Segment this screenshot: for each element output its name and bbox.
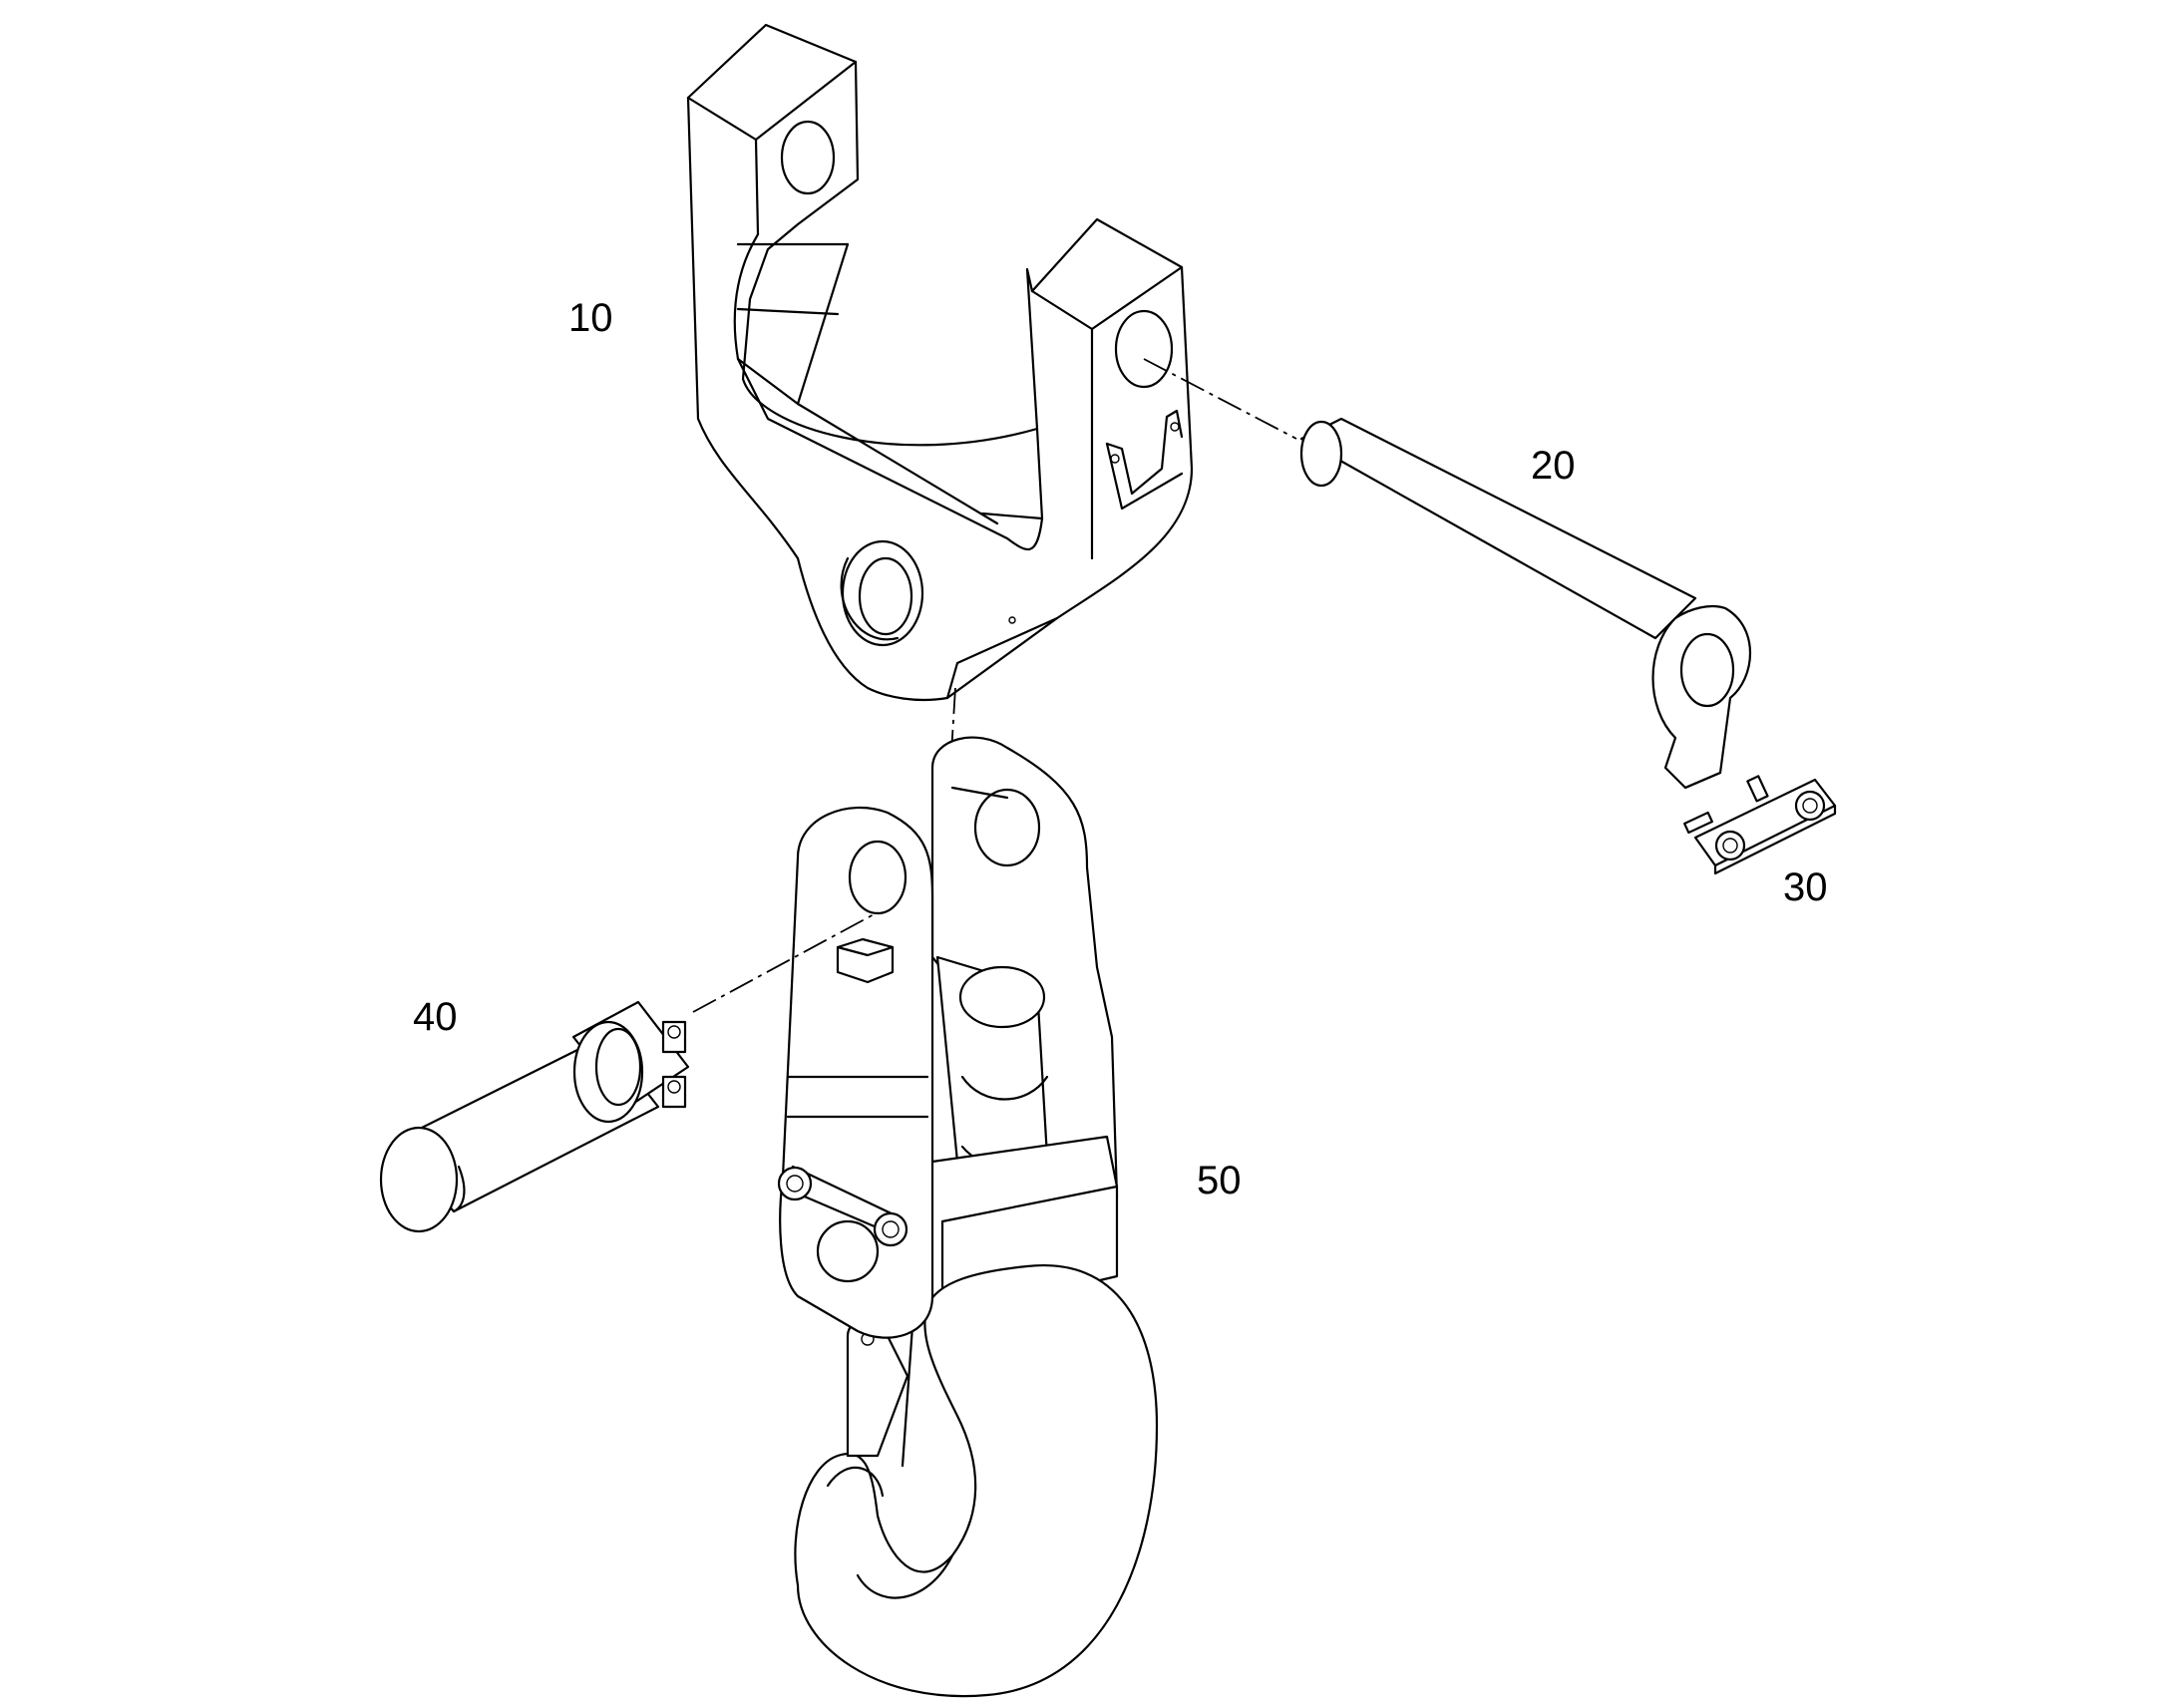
left-arm-hole [780,120,836,195]
right-arm-hole [1114,309,1174,389]
axis-pin-40-to-hook-block [692,911,879,1013]
retaining-plate-part-30 [1683,775,1837,875]
flag-pin-part-20 [1299,417,1752,790]
axis-yoke-to-pin-20 [1143,358,1297,440]
bolt-head [777,1166,813,1201]
hook-block-part-50 [777,736,1159,1698]
center-pin-head [816,1219,880,1283]
callout-40: 40 [413,995,458,1039]
yoke-bracket-part-10 [686,23,1194,702]
callout-10: 10 [568,296,613,340]
bolt-head [873,1211,908,1247]
bolt-head [1714,830,1746,861]
bolt-head [1794,790,1826,822]
front-plate-hole [848,840,908,915]
callout-30: 30 [1783,865,1828,909]
collar-pin-part-40 [379,1000,690,1233]
callout-20: 20 [1531,444,1576,488]
callout-50: 50 [1197,1159,1242,1202]
